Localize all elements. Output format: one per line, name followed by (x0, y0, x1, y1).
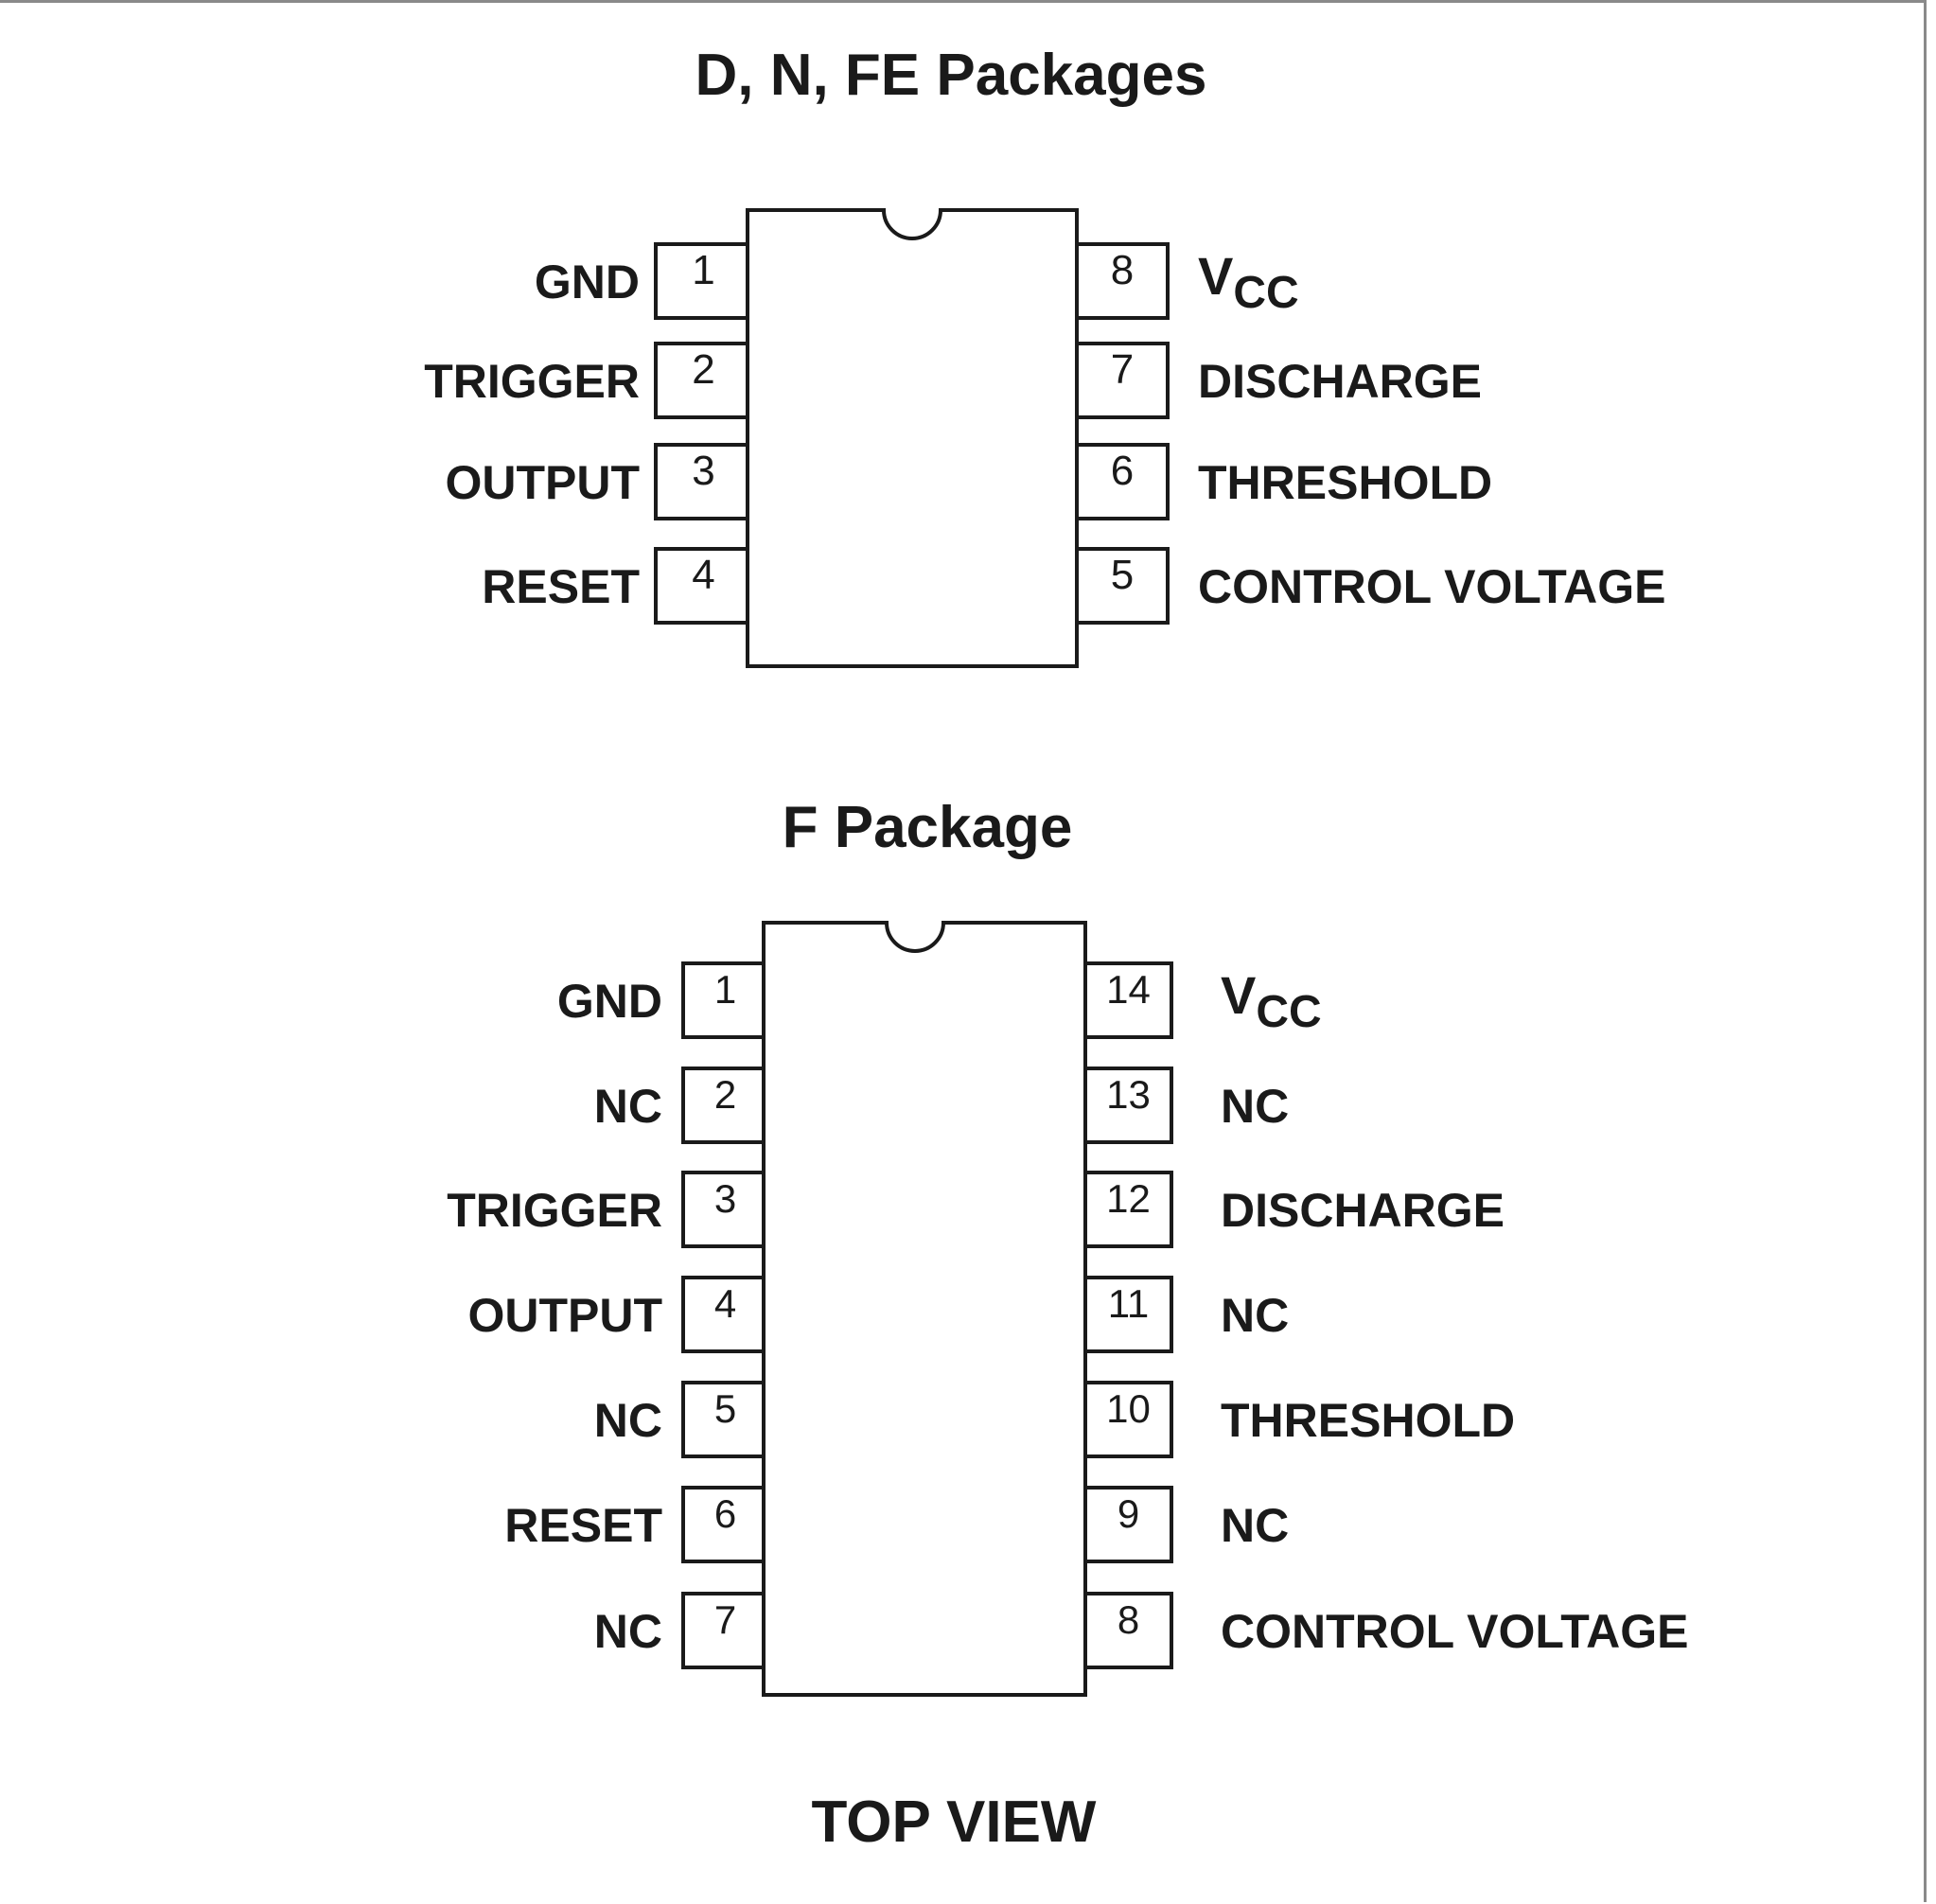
pin-6-box (681, 1486, 766, 1563)
pin-label: GND (535, 256, 640, 309)
pin-number: 14 (1106, 967, 1151, 1012)
pin-4-box (681, 1276, 766, 1353)
pin-10-box (1083, 1381, 1173, 1458)
package-title: F Package (783, 795, 1073, 860)
pin-3-box (654, 443, 749, 520)
pin-14-box (1083, 961, 1173, 1039)
pin-label: NC (594, 1394, 662, 1447)
pin-label: TRIGGER (424, 355, 640, 408)
pin-label: RESET (504, 1499, 662, 1552)
pin-1-box (681, 961, 766, 1039)
pin-1-box (654, 242, 749, 320)
pin-label: VCC (1198, 246, 1299, 318)
pin-7-box (1075, 342, 1170, 419)
pin-number: 2 (714, 1072, 736, 1117)
pin-number: 7 (714, 1597, 736, 1642)
pin-number: 13 (1106, 1072, 1151, 1117)
pin-label: NC (1221, 1289, 1289, 1342)
pin-number: 9 (1118, 1491, 1139, 1536)
pin-number: 2 (692, 346, 714, 393)
pin-2-box (654, 342, 749, 419)
pin-label: THRESHOLD (1198, 456, 1492, 509)
package-title: D, N, FE Packages (695, 43, 1206, 108)
pin-number: 8 (1111, 247, 1134, 293)
pin-number: 5 (1111, 552, 1134, 598)
pin-8-box (1075, 242, 1170, 320)
pin-label: VCC (1221, 965, 1322, 1037)
pin-8-box (1083, 1592, 1173, 1669)
pin-5-box (681, 1381, 766, 1458)
pin-2-box (681, 1067, 766, 1144)
pin-number: 3 (692, 448, 714, 494)
pin-label: OUTPUT (467, 1289, 662, 1342)
pin-number: 6 (714, 1491, 736, 1536)
pin-number: 1 (714, 967, 736, 1012)
pin-number: 1 (692, 247, 714, 293)
pin-label: GND (557, 975, 662, 1028)
pin-number: 7 (1111, 346, 1134, 393)
pin-label: NC (1221, 1499, 1289, 1552)
pin-number: 8 (1118, 1597, 1139, 1642)
pin-9-box (1083, 1486, 1173, 1563)
pin-label: NC (594, 1605, 662, 1658)
pin-6-box (1075, 443, 1170, 520)
pin-label: OUTPUT (445, 456, 640, 509)
ic-body (746, 208, 1079, 668)
pin-12-box (1083, 1171, 1173, 1248)
pin-number: 5 (714, 1386, 736, 1431)
pin-number: 10 (1106, 1386, 1151, 1431)
pin-label: NC (594, 1080, 662, 1133)
pin-number: 12 (1106, 1176, 1151, 1221)
pin-label: TRIGGER (447, 1184, 662, 1237)
pin-number: 3 (714, 1176, 736, 1221)
pin-number: 4 (692, 552, 714, 598)
pin-label: THRESHOLD (1221, 1394, 1515, 1447)
pin-5-box (1075, 547, 1170, 625)
pin-11-box (1083, 1276, 1173, 1353)
pin-number: 4 (714, 1281, 736, 1326)
pin-4-box (654, 547, 749, 625)
pin-3-box (681, 1171, 766, 1248)
ic-body (762, 921, 1087, 1697)
pin-number: 6 (1111, 448, 1134, 494)
pin-7-box (681, 1592, 766, 1669)
package-d-n-fe: 1 GND 2 TRIGGER 3 OUTPUT 4 RESET 8 VCC 7 DISCHARGE 6… (424, 208, 1665, 668)
pin-13-box (1083, 1067, 1173, 1144)
pin-label: CONTROL VOLTAGE (1198, 560, 1665, 613)
pin-number: 11 (1108, 1281, 1150, 1326)
pin-label: RESET (482, 560, 640, 613)
pin-label: DISCHARGE (1221, 1184, 1505, 1237)
pin-label: DISCHARGE (1198, 355, 1482, 408)
top-view-caption: TOP VIEW (812, 1789, 1097, 1855)
pin-label: NC (1221, 1080, 1289, 1133)
pin-label: CONTROL VOLTAGE (1221, 1605, 1688, 1658)
